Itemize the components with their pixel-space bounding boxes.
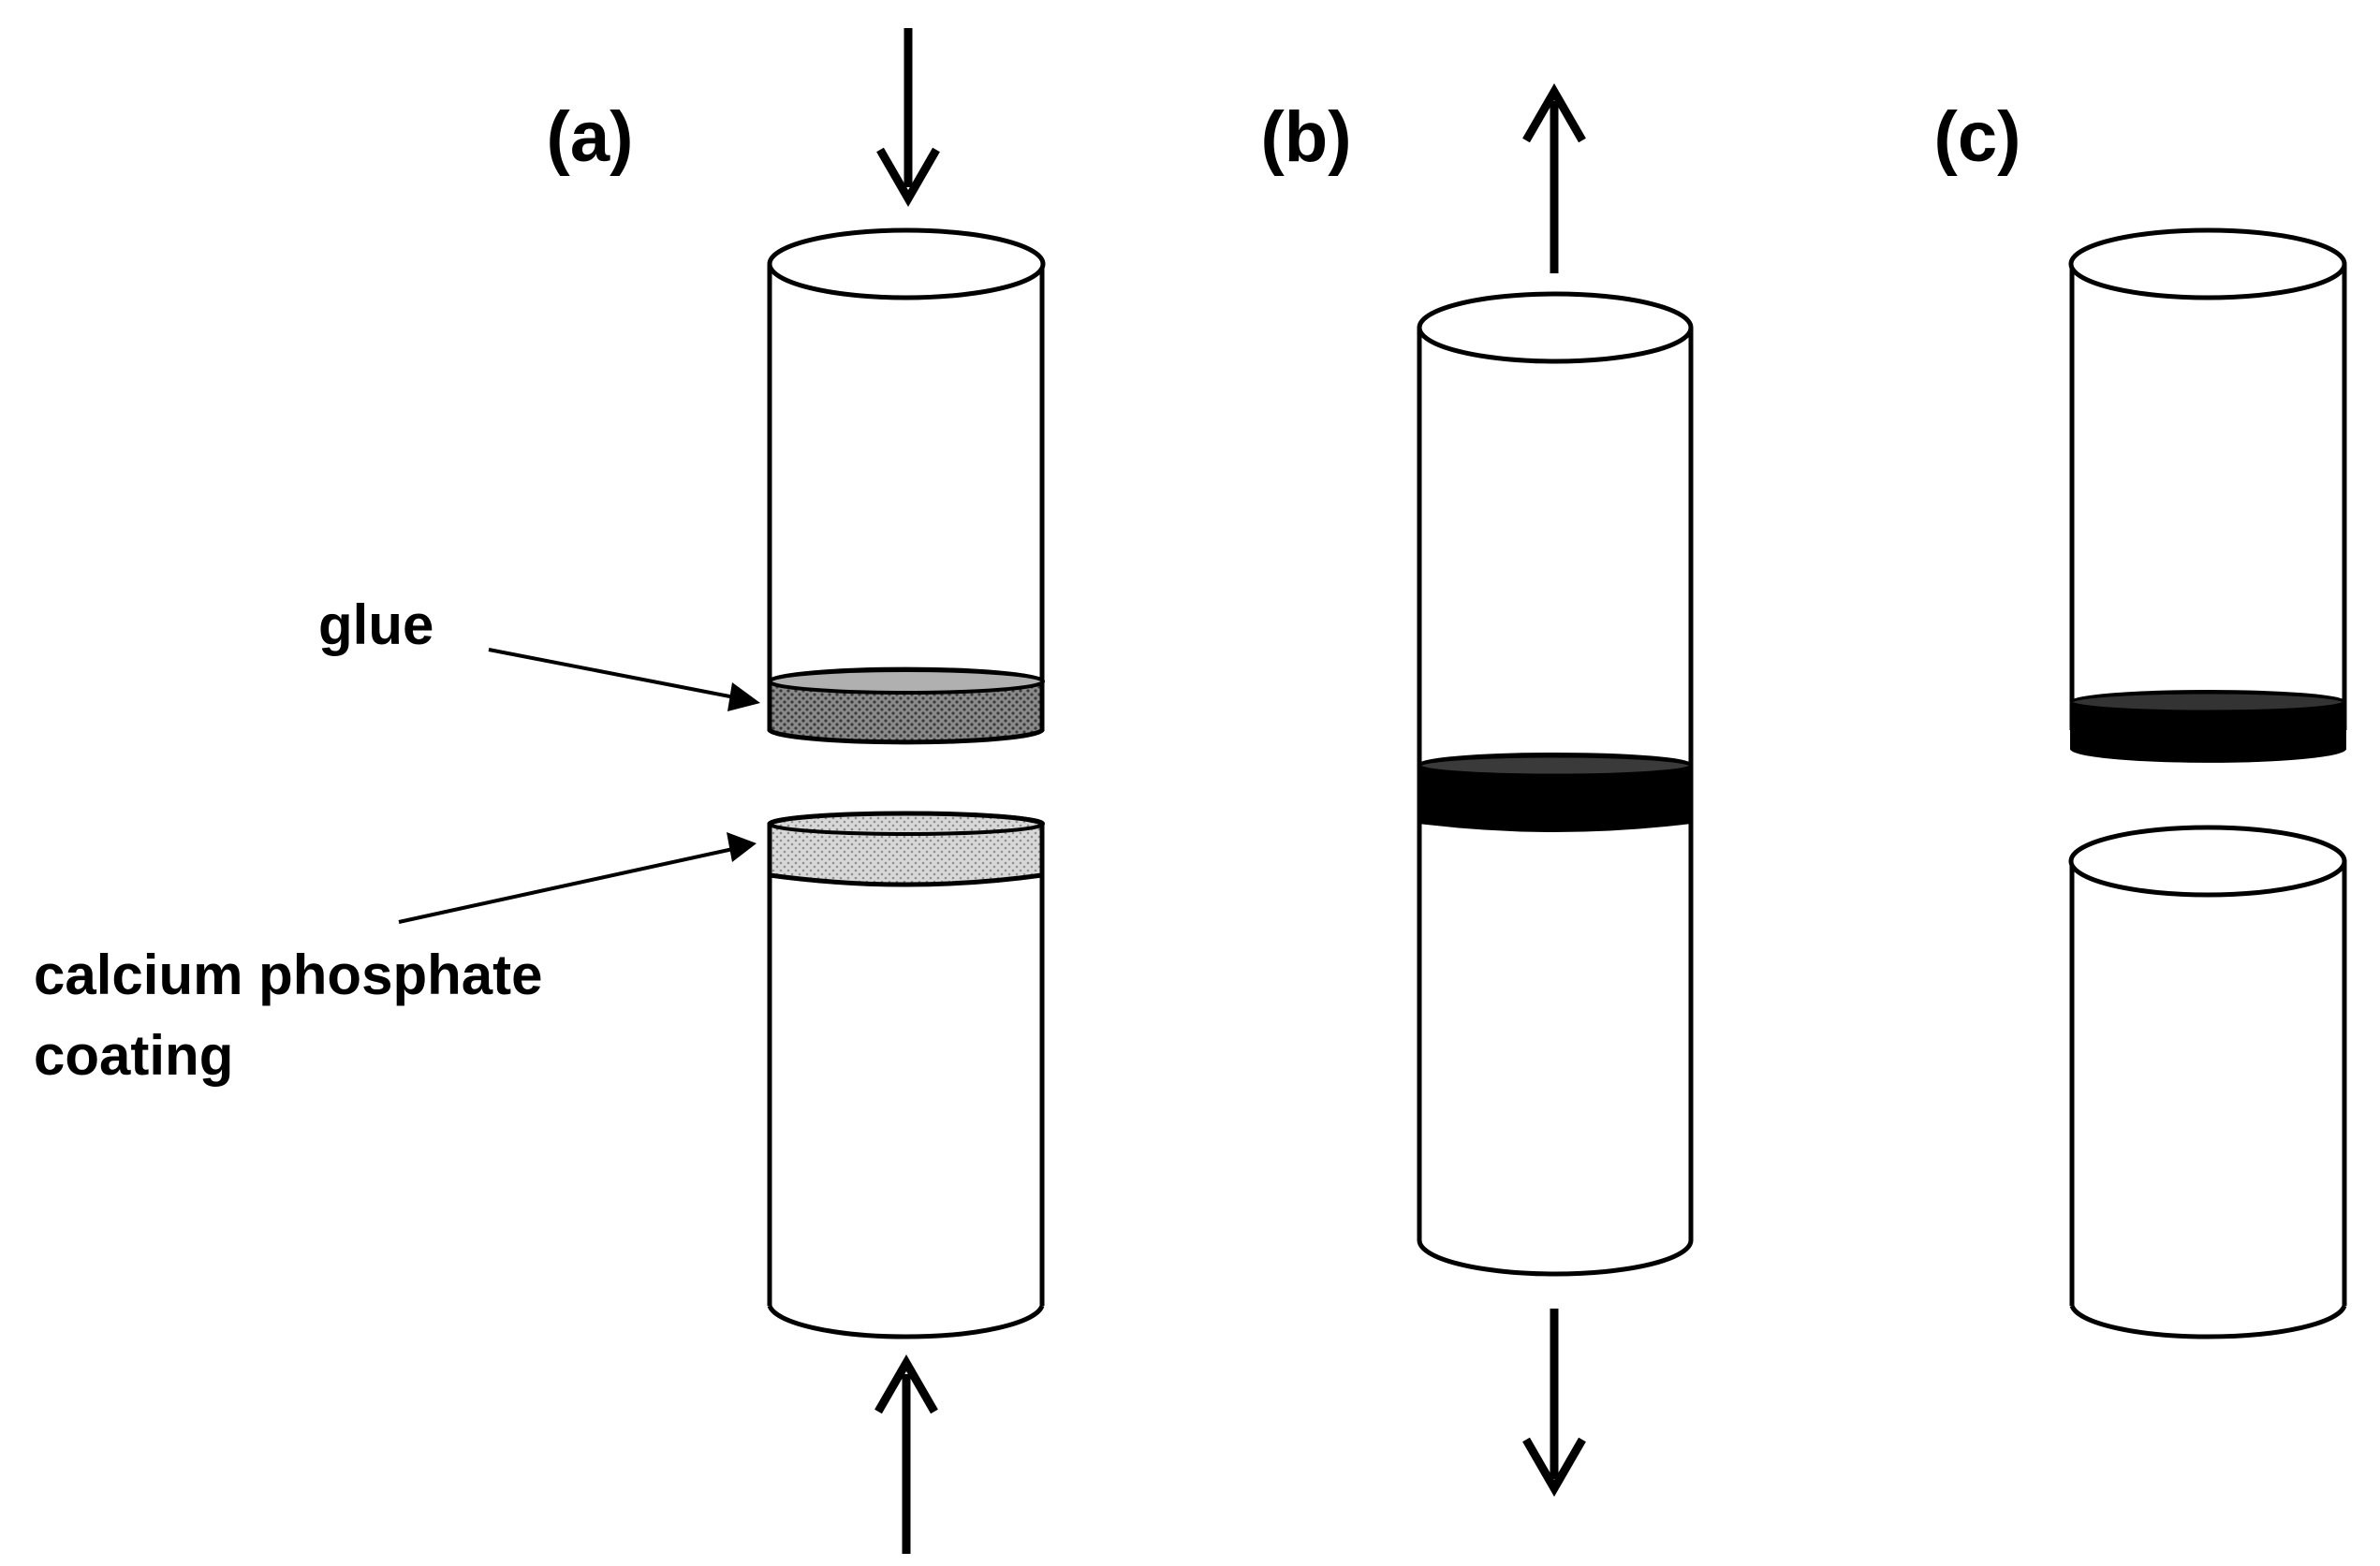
compression-arrow-bottom bbox=[874, 1354, 938, 1554]
fractured-lower-cylinder bbox=[2068, 825, 2347, 1339]
glue-callout-arrow bbox=[488, 648, 760, 711]
bonded-glue-layer bbox=[1418, 753, 1693, 832]
panel-a-label: (a) bbox=[547, 97, 634, 177]
glue-layer bbox=[767, 666, 1045, 745]
tension-arrow-top bbox=[1522, 82, 1586, 273]
calcium-phosphate-coating-layer bbox=[767, 811, 1045, 887]
tension-arrow-bottom bbox=[1522, 1309, 1586, 1498]
residual-glue-layer bbox=[2069, 689, 2346, 763]
coating-callout-arrow bbox=[398, 832, 757, 924]
panel-c-label: (c) bbox=[1934, 97, 2021, 177]
coating-label-line1: calcium phosphate bbox=[34, 944, 542, 1006]
panel-b: (b) bbox=[1260, 82, 1694, 1498]
fractured-upper-cylinder bbox=[2068, 227, 2347, 730]
panel-a: (a) glue bbox=[34, 28, 1046, 1554]
panel-c: (c) bbox=[1934, 97, 2347, 1339]
glue-label: glue bbox=[318, 593, 433, 656]
compression-arrow-top bbox=[876, 28, 940, 208]
upper-specimen-cylinder bbox=[767, 227, 1046, 710]
panel-b-label: (b) bbox=[1260, 97, 1351, 177]
lower-specimen-cylinder bbox=[767, 824, 1045, 1339]
coating-label-line2: coating bbox=[34, 1024, 233, 1087]
